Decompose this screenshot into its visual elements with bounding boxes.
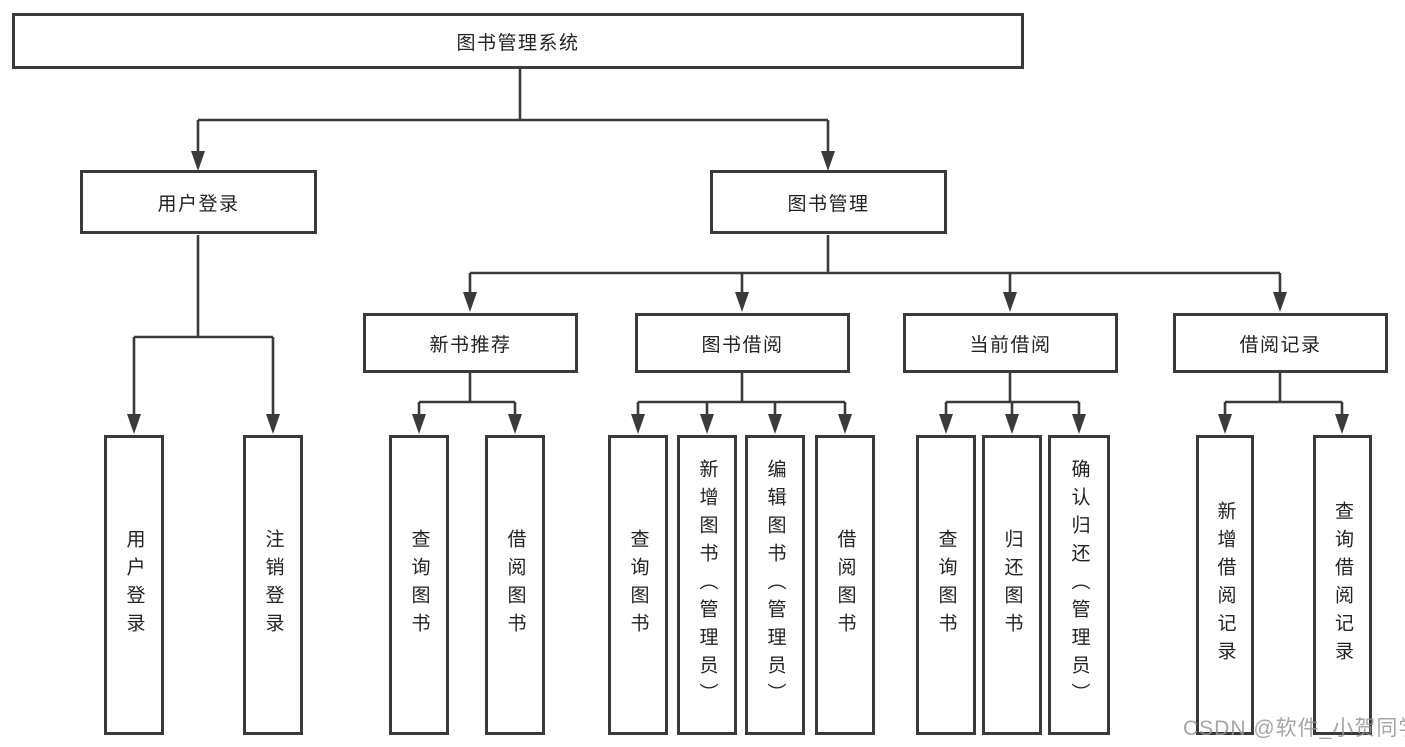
node-label: 查询借阅记录 xyxy=(1332,501,1353,669)
connector-borrow-records-branch xyxy=(1223,373,1344,418)
leaf-borrow-books: 借阅图书 xyxy=(815,435,875,735)
node-book-management: 图书管理 xyxy=(710,170,947,234)
arrow-down-icon xyxy=(508,414,522,434)
node-label: 确认归还（管理员） xyxy=(1068,459,1090,711)
arrow-down-icon xyxy=(1005,414,1019,434)
node-label: 借阅图书 xyxy=(504,529,526,641)
arrow-down-icon xyxy=(1072,414,1086,434)
arrow-down-icon xyxy=(1273,292,1287,312)
connector-book-management-branch xyxy=(468,235,1282,296)
arrow-down-icon xyxy=(1335,414,1349,434)
arrow-down-icon xyxy=(463,292,477,312)
node-label: 归还图书 xyxy=(1001,529,1023,641)
node-label: 新书推荐 xyxy=(429,334,512,356)
arrow-down-icon xyxy=(1218,414,1232,434)
node-label: 新增图书（管理员） xyxy=(696,459,718,711)
leaf-query-books-borrow: 查询图书 xyxy=(608,435,668,735)
node-current-borrow: 当前借阅 xyxy=(903,313,1118,373)
leaf-logout: 注销登录 xyxy=(243,435,303,735)
arrow-down-icon xyxy=(700,414,714,434)
node-label: 注销登录 xyxy=(262,529,284,641)
arrow-down-icon xyxy=(939,414,953,434)
connector-user-login-branch xyxy=(132,235,275,418)
node-label: 当前借阅 xyxy=(969,334,1052,356)
node-borrow-records: 借阅记录 xyxy=(1173,313,1388,373)
node-label: 查询图书 xyxy=(935,529,957,641)
leaf-add-borrow-record: 新增借阅记录 xyxy=(1196,435,1254,735)
connector-current-borrow-branch xyxy=(944,373,1081,418)
arrow-down-icon xyxy=(412,414,426,434)
arrow-down-icon xyxy=(821,151,835,171)
node-label: 图书借阅 xyxy=(701,334,784,356)
arrow-down-icon xyxy=(191,151,205,171)
arrow-down-icon xyxy=(127,414,141,434)
leaf-query-books-recommend: 查询图书 xyxy=(389,435,449,735)
arrow-down-icon xyxy=(838,414,852,434)
arrow-down-icon xyxy=(631,414,645,434)
leaf-borrow-books-recommend: 借阅图书 xyxy=(485,435,545,735)
node-label: 用户登录 xyxy=(157,193,240,215)
leaf-return-books: 归还图书 xyxy=(982,435,1042,735)
node-new-book-recommend: 新书推荐 xyxy=(363,313,578,373)
node-user-login: 用户登录 xyxy=(80,170,317,234)
watermark: CSDN @软件_小贺同学 xyxy=(1183,717,1405,740)
leaf-user-login: 用户登录 xyxy=(104,435,164,735)
node-label: 查询图书 xyxy=(627,529,649,641)
node-label: 编辑图书（管理员） xyxy=(764,459,786,711)
leaf-add-books-admin: 新增图书（管理员） xyxy=(677,435,737,735)
connector-new-book-branch xyxy=(417,373,517,418)
leaf-query-borrow-record: 查询借阅记录 xyxy=(1313,435,1372,735)
node-label: 查询图书 xyxy=(408,529,430,641)
arrow-down-icon xyxy=(768,414,782,434)
connector-book-borrow-branch xyxy=(636,373,847,418)
node-label: 借阅记录 xyxy=(1239,334,1322,356)
node-label: 图书管理系统 xyxy=(456,32,580,54)
node-label: 图书管理 xyxy=(787,193,870,215)
arrow-down-icon xyxy=(266,414,280,434)
node-label: 借阅图书 xyxy=(834,529,856,641)
connector-root-branch xyxy=(196,69,830,155)
leaf-confirm-return-admin: 确认归还（管理员） xyxy=(1048,435,1110,735)
node-root: 图书管理系统 xyxy=(12,13,1024,69)
node-book-borrow: 图书借阅 xyxy=(635,313,850,373)
arrow-down-icon xyxy=(735,292,749,312)
leaf-edit-books-admin: 编辑图书（管理员） xyxy=(745,435,805,735)
leaf-query-books-current: 查询图书 xyxy=(916,435,976,735)
node-label: 用户登录 xyxy=(123,529,145,641)
node-label: 新增借阅记录 xyxy=(1214,501,1236,669)
arrow-down-icon xyxy=(1003,292,1017,312)
